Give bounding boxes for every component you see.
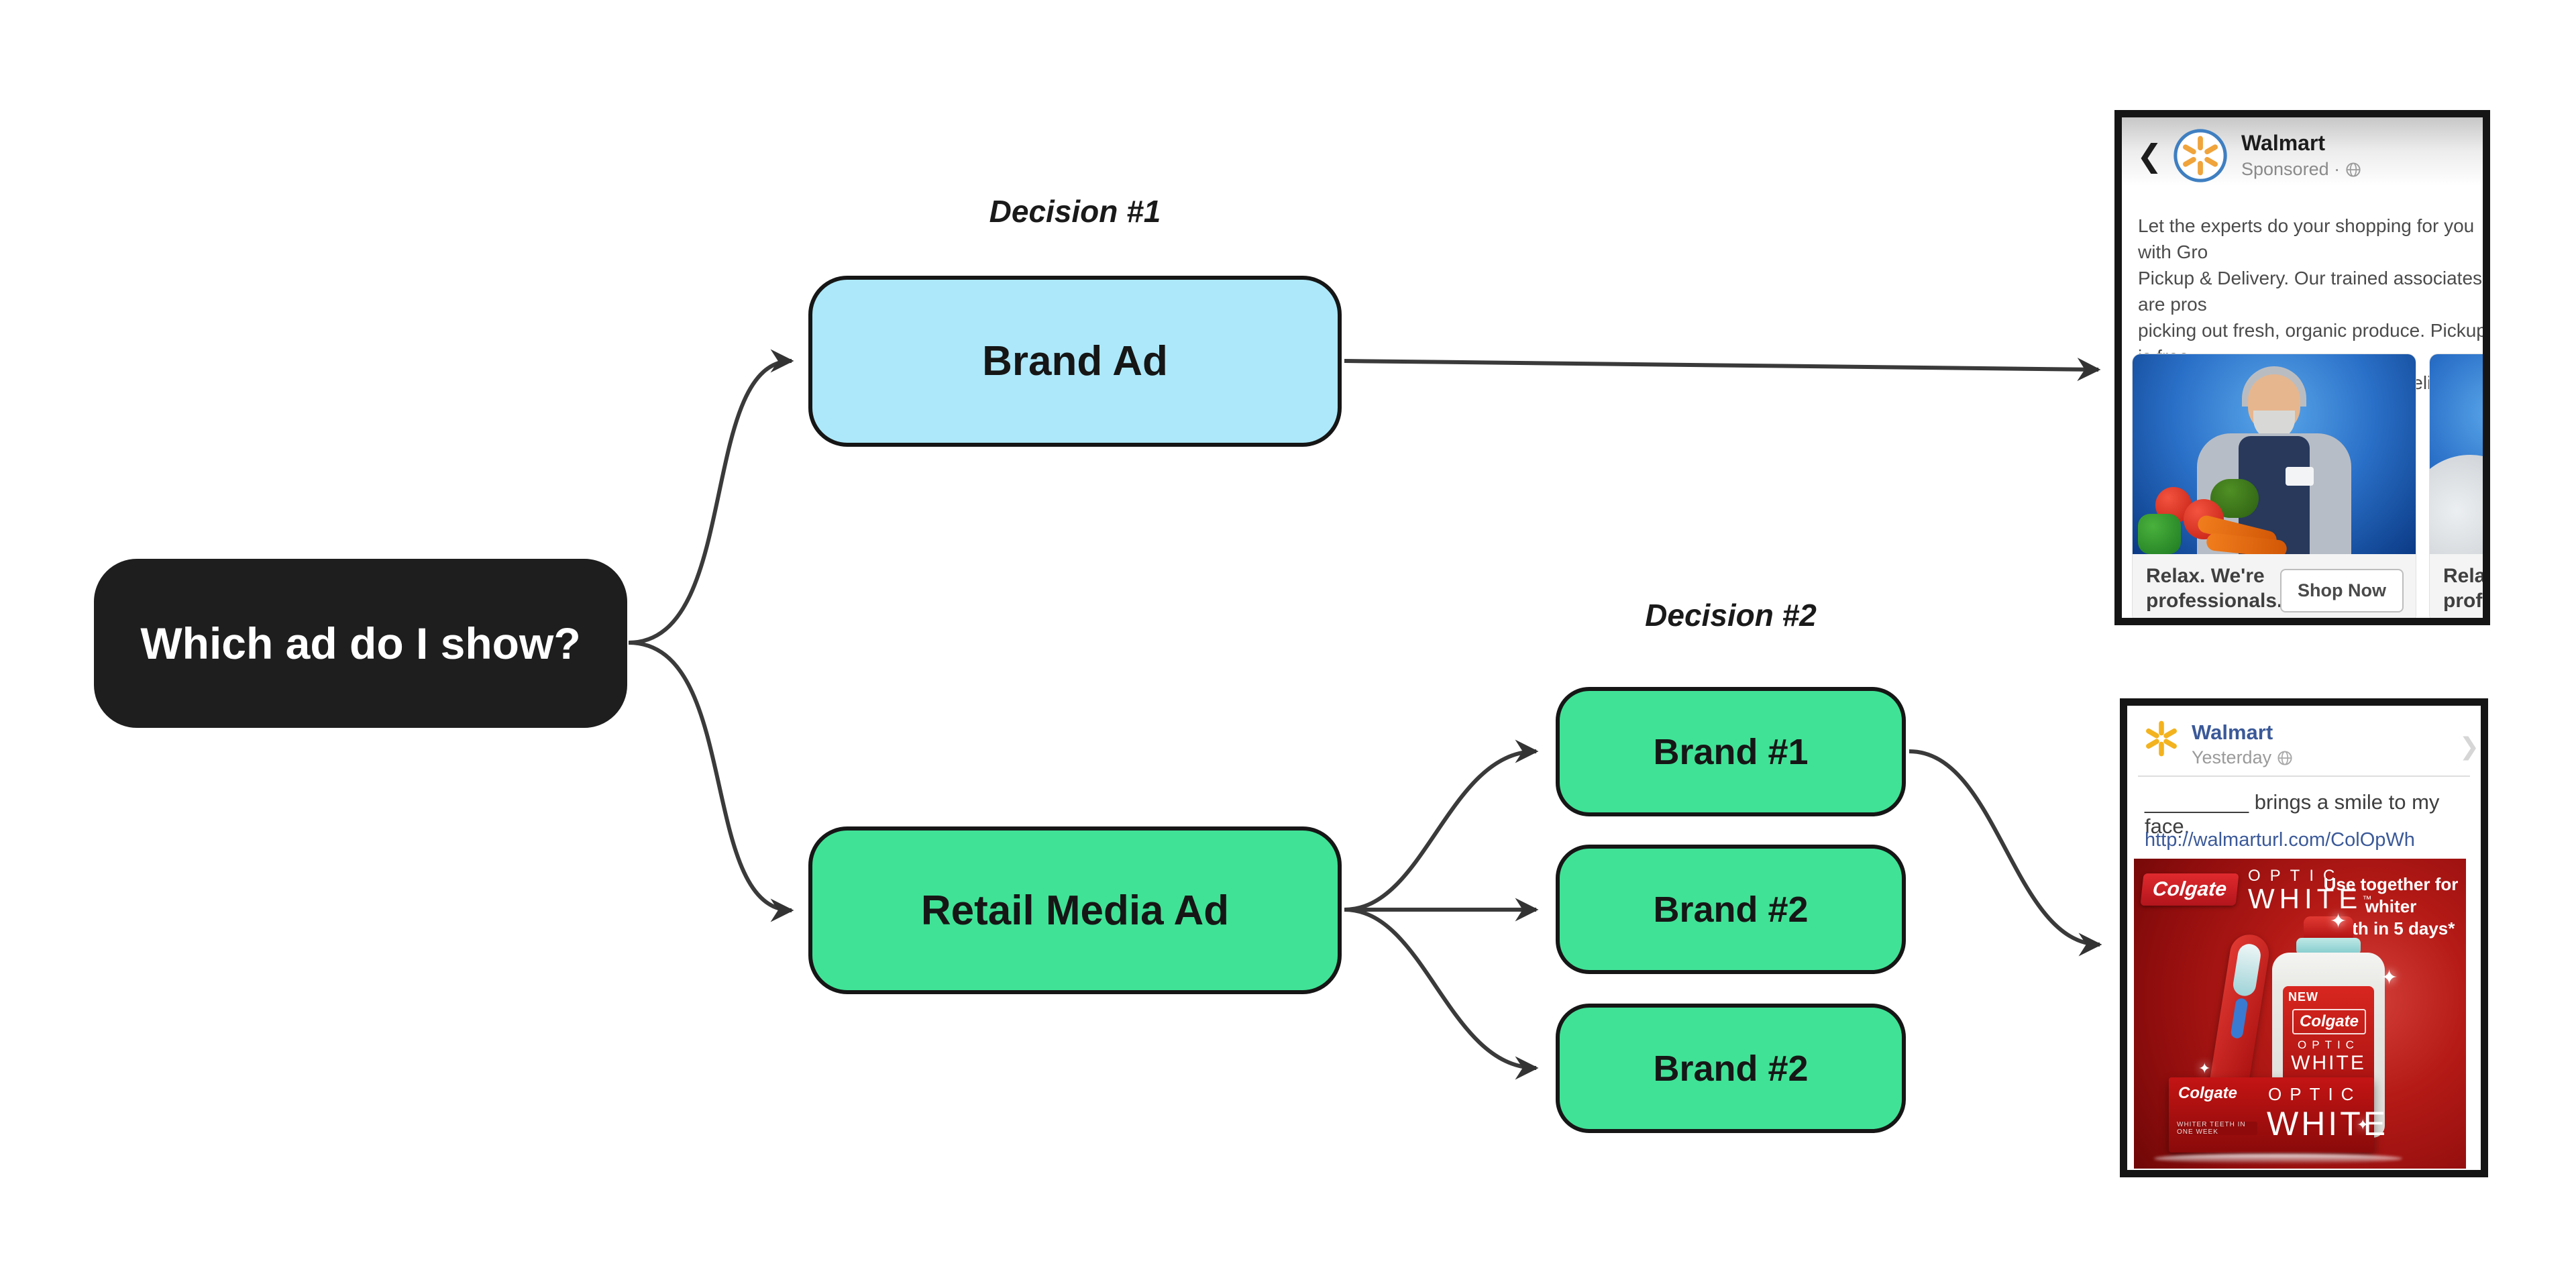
optic-line: OPTIC [2248,867,2345,885]
white-text: WHITE [2248,883,2363,914]
colgate-logo: Colgate [2140,873,2239,906]
trademark: ™ [2362,894,2377,904]
box-tagline: WHITER TEETH IN ONE WEEK [2177,1121,2257,1136]
toothbrush-bristles [2231,942,2263,998]
sparkle-icon: ✦ [2330,910,2347,932]
body-line: Pickup & Delivery. Our trained associate… [2138,268,2483,315]
associate-photo-2 [2430,354,2483,554]
toothpaste-box: Colgate WHITER TEETH IN ONE WEEK OPTIC W… [2169,1077,2385,1153]
new-badge: NEW [2288,990,2318,1004]
top-ad-header: ❮ Walmart Sponsored · [2122,117,2483,203]
bottle-cap [2304,916,2353,939]
walmart-logo-icon [2171,127,2229,184]
node-brand-2: Brand #2 [1556,845,1906,974]
sparkle-icon: ✦ [2381,967,2398,989]
node-brand-2-label: Brand #2 [1653,889,1809,930]
brand-ad-screenshot: ❮ Walmart Sponsored · [2114,110,2490,625]
bottle-colgate-logo: Colgate [2292,1009,2366,1034]
optic-white-wordmark: OPTIC WHITE™ [2248,867,2377,914]
carousel-card-2[interactable]: Relax. profes [2430,354,2483,618]
green-pepper [2138,514,2181,554]
globe-icon [2346,162,2361,177]
body-line: Let the experts do your shopping for you… [2138,215,2475,262]
bottle-optic: OPTIC [2298,1038,2359,1051]
shop-now-button[interactable]: Shop Now [2280,569,2404,612]
caption-line: Relax. [2443,565,2483,587]
node-brand-1: Brand #1 [1556,687,1906,816]
decision-2-label: Decision #2 [1645,598,1817,633]
caption-line: Relax. We're [2146,565,2265,587]
box-optic: OPTIC [2268,1084,2362,1104]
sponsored-label: Sponsored · [2241,159,2341,179]
colgate-creative[interactable]: Colgate OPTIC WHITE™ Use together for wh… [2134,859,2466,1169]
node-brand-1-label: Brand #1 [1653,731,1809,772]
node-brand-ad: Brand Ad [808,276,1342,447]
status-text: _________ brings a smile to my face. [2145,790,2440,838]
node-brand-ad-label: Brand Ad [982,338,1168,384]
node-retail-media-ad-label: Retail Media Ad [920,887,1230,934]
bottom-ad-meta: Yesterday [2192,747,2293,768]
bottle-mint-band [2296,938,2361,955]
shelf-reflection [2154,1154,2402,1163]
globe-icon [2277,750,2292,765]
card-caption-2: Relax. profes [2443,564,2483,613]
box-white: WHITE [2267,1105,2389,1142]
carousel-card-1[interactable]: Relax. We're professionals. Shop Now [2133,354,2416,618]
sparkle-icon: ✦ [2357,1116,2369,1133]
ad-link[interactable]: http://walmarturl.com/ColOpWh [2145,829,2415,851]
card-caption: Relax. We're professionals. [2146,564,2282,613]
toothbrush-handle [2230,997,2249,1040]
card-caption-bar: Relax. We're professionals. Shop Now [2133,554,2416,618]
next-chevron-icon: ❯ [2459,733,2479,760]
bottle-white: WHITE [2291,1052,2366,1074]
box-colgate-logo: Colgate [2178,1084,2238,1102]
name-badge [2286,467,2314,486]
card-caption-bar-2: Relax. profes [2430,554,2483,618]
caption-line: profes [2443,590,2483,612]
node-which-ad-label: Which ad do I show? [140,619,581,668]
top-ad-brand-name[interactable]: Walmart [2241,131,2326,155]
walmart-spark-icon [2141,718,2182,759]
carousel: Relax. We're professionals. Shop Now Rel… [2122,352,2483,618]
retail-media-ad-screenshot: Walmart Yesterday ❯ _________ brings a s… [2120,698,2488,1177]
node-brand-2b: Brand #2 [1556,1004,1906,1133]
headline-line: Use together for whiter [2323,874,2459,916]
decision-1-label: Decision #1 [989,194,1161,229]
node-retail-media-ad: Retail Media Ad [808,826,1342,994]
sparkle-icon: ✦ [2198,1060,2211,1077]
caption-line: professionals. [2146,590,2283,612]
white-line: WHITE™ [2248,883,2377,914]
node-brand-2b-label: Brand #2 [1653,1048,1809,1089]
node-which-ad: Which ad do I show? [94,559,627,728]
person-arm [2430,455,2483,554]
divider [2138,775,2470,777]
timestamp-label: Yesterday [2192,747,2272,767]
associate-photo [2133,354,2416,554]
back-chevron-icon[interactable]: ❮ [2137,138,2163,173]
bottom-ad-brand-name[interactable]: Walmart [2192,720,2273,744]
top-ad-meta: Sponsored · [2241,159,2361,180]
